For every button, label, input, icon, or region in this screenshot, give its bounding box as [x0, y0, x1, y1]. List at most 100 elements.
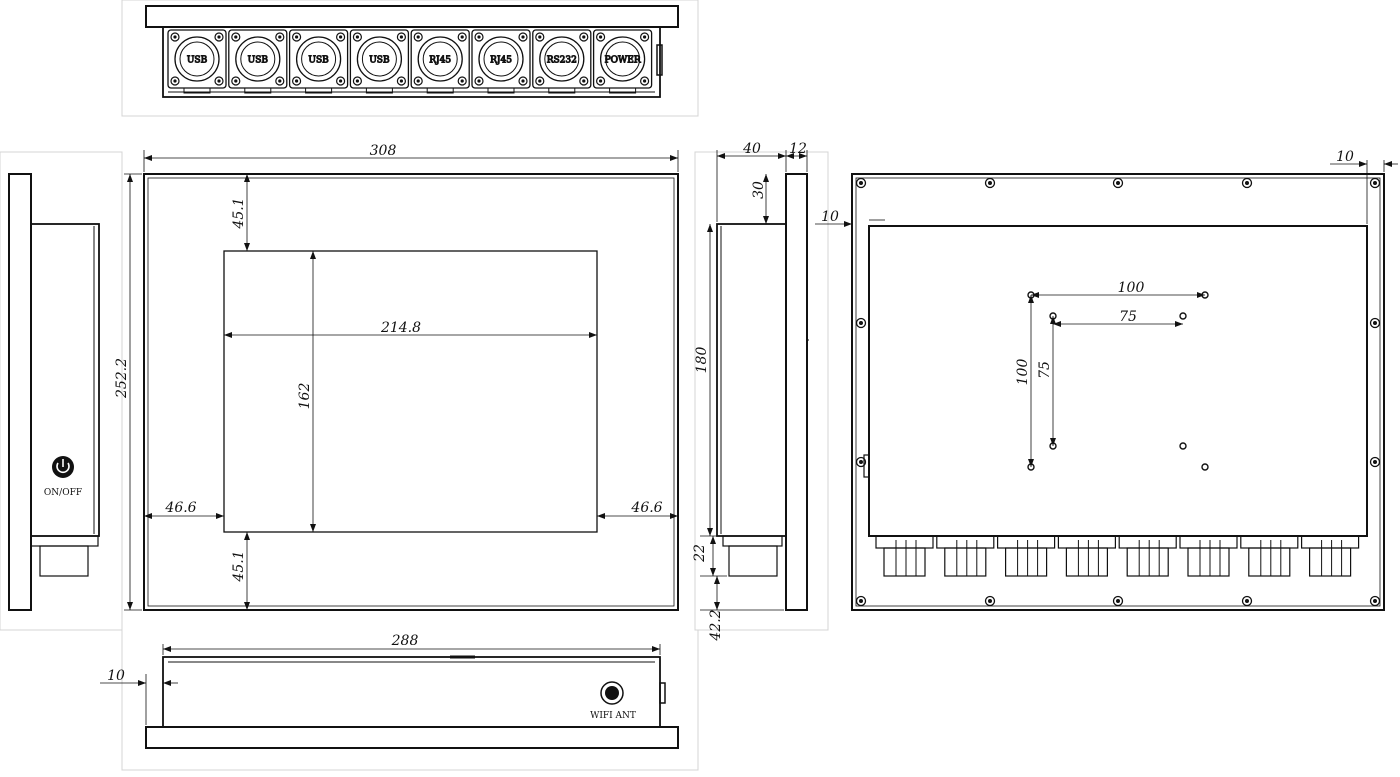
dim-bottom-edge: 10: [107, 668, 125, 684]
screw-icon: [855, 317, 867, 329]
screw-icon: [639, 76, 650, 86]
screw-icon: [855, 177, 867, 189]
dim-margin-right: 46.6: [630, 500, 662, 516]
screw-icon: [984, 177, 996, 189]
screw-icon: [1369, 317, 1381, 329]
port-label: RS232: [547, 56, 577, 66]
screw-icon: [396, 32, 406, 42]
left-view: [8, 173, 100, 611]
rear-port-connector: [1118, 535, 1177, 577]
screw-icon: [396, 76, 406, 86]
screw-icon: [413, 76, 423, 86]
screw-icon: [292, 76, 302, 86]
screw-icon: [1241, 595, 1253, 607]
port-module: USB: [349, 29, 410, 94]
front-dimensions: [124, 150, 679, 611]
rear-port-connector: [1057, 535, 1117, 577]
vesa-holes: [1027, 291, 1209, 471]
screw-icon: [170, 76, 180, 86]
port-label: POWER: [605, 56, 641, 66]
rear-port-connector: [1240, 535, 1299, 577]
view-frames: [0, 0, 829, 771]
screw-icon: [457, 76, 467, 86]
dim-body-height: 180: [694, 347, 710, 374]
screw-icon: [855, 595, 867, 607]
side-dimensions: [700, 150, 808, 611]
dim-edge-offset-top: 10: [1336, 149, 1354, 165]
dim-width: 308: [370, 143, 397, 159]
screw-icon: [518, 76, 528, 86]
screw-icon: [579, 32, 589, 42]
bottom-view: [145, 655, 679, 749]
top-view: USB USB USB USB RJ45 RJ45 RS232 POWER: [145, 5, 679, 98]
screw-icon: [535, 32, 545, 42]
port-label: USB: [369, 56, 390, 66]
screw-icon: [214, 32, 224, 42]
screw-icon: [292, 32, 302, 42]
screw-icon: [474, 32, 484, 42]
screw-icon: [1369, 595, 1381, 607]
screw-icon: [1369, 177, 1381, 189]
dim-bezel: 12: [789, 141, 807, 157]
port-label: USB: [187, 56, 208, 66]
dim-edge-offset-left: 10: [821, 209, 839, 225]
rear-port-connector: [936, 535, 995, 577]
screw-icon: [984, 595, 996, 607]
dim-top-offset: 30: [751, 181, 767, 199]
screw-icon: [1112, 595, 1124, 607]
dim-depth: 40: [742, 141, 761, 157]
rear-port-connector: [1179, 535, 1238, 577]
rear-port-connector: [1300, 535, 1360, 577]
dim-vesa-inner-w: 75: [1119, 309, 1137, 325]
screw-icon: [1112, 177, 1124, 189]
front-view: [143, 173, 679, 611]
port-module: USB: [288, 29, 349, 94]
screw-icon: [518, 32, 528, 42]
antenna-label: WIFI ANT: [590, 711, 636, 721]
rear-view: [851, 173, 1385, 611]
screw-icon: [413, 32, 423, 42]
screw-icon: [1369, 456, 1381, 468]
screw-icon: [474, 76, 484, 86]
screw-icon: [352, 76, 362, 86]
dim-vesa-outer-w: 100: [1118, 280, 1145, 296]
screw-icon: [275, 76, 285, 86]
screw-icon: [457, 32, 467, 42]
screw-icon: [336, 76, 346, 86]
rear-port-connector: [875, 535, 934, 577]
screw-icon: [336, 32, 346, 42]
dim-bottom-offset: 42.2: [708, 609, 724, 641]
dim-margin-left: 46.6: [164, 500, 196, 516]
dim-height: 252.2: [114, 358, 130, 399]
screw-icon: [231, 76, 241, 86]
dim-connector-height: 22: [692, 544, 708, 563]
dim-screen-height: 162: [297, 383, 313, 410]
screw-icon: [1241, 177, 1253, 189]
port-module: POWER: [592, 29, 653, 94]
bottom-dimensions: [100, 644, 661, 725]
side-view: [716, 173, 809, 611]
port-label: RJ45: [490, 56, 512, 66]
screw-icon: [231, 32, 241, 42]
rear-dimensions: [815, 160, 1398, 467]
port-module: RJ45: [471, 29, 531, 94]
port-row: USB USB USB USB RJ45 RJ45 RS232 POWER: [167, 29, 653, 94]
dim-screen-width: 214.8: [380, 320, 421, 336]
screw-icon: [579, 76, 589, 86]
wifi-antenna-icon: [600, 681, 624, 705]
dim-vesa-outer-h: 100: [1015, 359, 1031, 386]
switch-label: ON/OFF: [44, 488, 82, 498]
screw-icon: [595, 76, 606, 86]
port-label: USB: [248, 56, 269, 66]
screw-icon: [170, 32, 180, 42]
screw-icon: [214, 76, 224, 86]
port-label: USB: [308, 56, 329, 66]
rear-port-connector: [996, 535, 1056, 577]
rear-port-row: [875, 535, 1360, 577]
port-module: RJ45: [410, 29, 470, 94]
port-module: USB: [167, 29, 227, 94]
dim-vesa-inner-h: 75: [1037, 361, 1053, 379]
screw-icon: [639, 32, 650, 42]
